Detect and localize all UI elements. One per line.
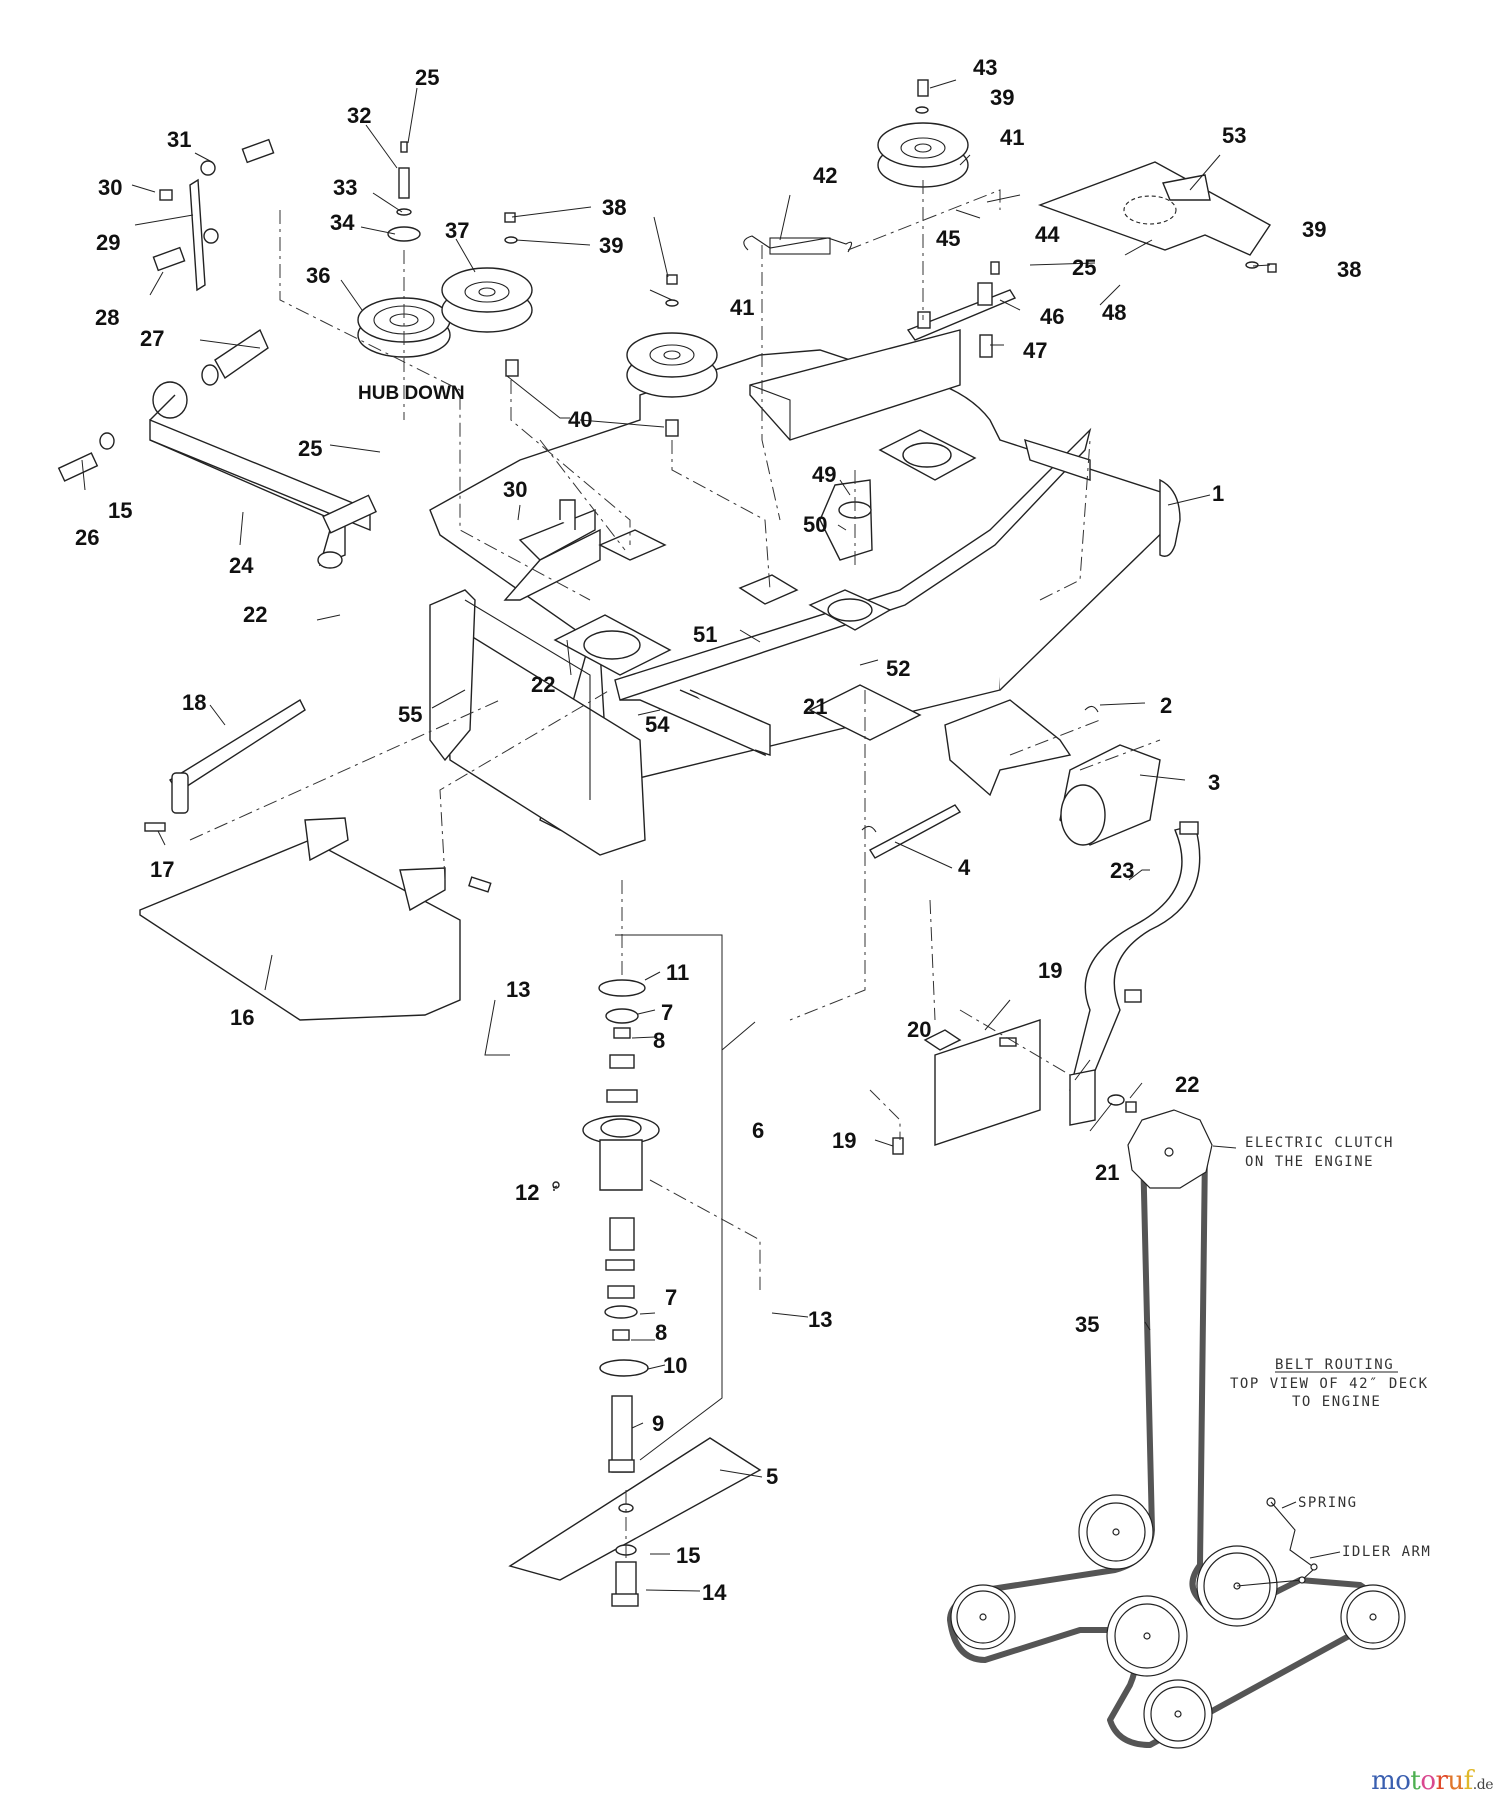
callout-49: 49 <box>812 462 836 487</box>
lift-arm-assembly <box>57 138 492 1021</box>
callout-34: 34 <box>330 210 355 235</box>
callout-25: 25 <box>298 436 322 461</box>
callout-22: 22 <box>243 602 267 627</box>
callout-11: 11 <box>666 960 689 985</box>
callout-38: 38 <box>602 195 626 220</box>
belt-routing-subtitle-2: TO ENGINE <box>1292 1394 1381 1410</box>
callout-53: 53 <box>1222 123 1246 148</box>
callout-17: 17 <box>150 857 174 882</box>
callout-leaders <box>81 79 1271 1592</box>
callout-15: 15 <box>108 498 132 523</box>
callout-35: 35 <box>1075 1312 1099 1337</box>
callout-19: 19 <box>832 1128 856 1153</box>
callout-50: 50 <box>803 512 827 537</box>
callout-12: 12 <box>515 1180 539 1205</box>
callout-30: 30 <box>503 477 527 502</box>
callout-39: 39 <box>990 85 1014 110</box>
motoruf-watermark: motoruf.de <box>1371 1766 1493 1796</box>
callout-52: 52 <box>886 656 910 681</box>
belt-routing-title: BELT ROUTING <box>1275 1357 1394 1373</box>
callout-45: 45 <box>936 226 960 251</box>
callout-14: 14 <box>702 1580 727 1605</box>
callout-21: 21 <box>803 694 827 719</box>
callout-5: 5 <box>766 1464 778 1489</box>
callout-23: 23 <box>1110 858 1134 883</box>
spindle-assembly <box>508 979 762 1607</box>
callout-51: 51 <box>693 622 717 647</box>
callout-42: 42 <box>813 163 837 188</box>
callout-39: 39 <box>599 233 623 258</box>
watermark-tld: .de <box>1472 1777 1494 1793</box>
callout-29: 29 <box>96 230 120 255</box>
callout-6: 6 <box>752 1118 764 1143</box>
callout-54: 54 <box>645 712 670 737</box>
callout-38: 38 <box>602 195 626 220</box>
callout-20: 20 <box>907 1017 931 1042</box>
callout-36: 36 <box>306 263 330 288</box>
callout-33: 33 <box>333 175 357 200</box>
idler-arm-label: IDLER ARM <box>1342 1544 1431 1560</box>
callout-37: 37 <box>445 218 469 243</box>
callout-25: 25 <box>415 65 439 90</box>
callout-10: 10 <box>663 1353 687 1378</box>
belt-routing-inset <box>947 1109 1406 1749</box>
callout-32: 32 <box>347 103 371 128</box>
callout-44: 44 <box>1035 222 1060 247</box>
callout-7: 7 <box>665 1285 677 1310</box>
callout-27: 27 <box>140 326 164 351</box>
callout-38: 38 <box>1337 257 1361 282</box>
mower-deck-housing <box>429 329 1181 856</box>
callout-30: 30 <box>98 175 122 200</box>
belt-routing-subtitle: TOP VIEW OF 42″ DECK <box>1230 1376 1429 1392</box>
callout-55: 55 <box>398 702 422 727</box>
callout-8: 8 <box>655 1320 667 1345</box>
callout-25: 25 <box>1072 255 1096 280</box>
callout-9: 9 <box>652 1411 664 1436</box>
callout-48: 48 <box>1102 300 1126 325</box>
watermark-letter: t <box>1410 1766 1421 1796</box>
callout-26: 26 <box>75 525 99 550</box>
alignment-lines <box>189 180 1161 1560</box>
callout-18: 18 <box>182 690 206 715</box>
callout-4: 4 <box>958 855 971 880</box>
callout-43: 43 <box>973 55 997 80</box>
right-side-parts <box>861 699 1201 1155</box>
watermark-letter: o <box>1420 1766 1436 1796</box>
callout-19: 19 <box>1038 958 1062 983</box>
callout-47: 47 <box>1023 338 1047 363</box>
callout-3: 3 <box>1208 770 1220 795</box>
watermark-letter: f <box>1463 1766 1474 1796</box>
hub-down-note: HUB DOWN <box>358 383 465 404</box>
callout-22: 22 <box>531 672 555 697</box>
callout-40: 40 <box>568 407 592 432</box>
watermark-letter: r <box>1435 1766 1448 1796</box>
callout-labels: 1 2 3 4 5 6 7 7 8 8 9 10 11 12 13 13 14 … <box>75 55 1361 1605</box>
callout-28: 28 <box>95 305 119 330</box>
callout-8: 8 <box>653 1028 665 1053</box>
watermark-letter: u <box>1447 1766 1464 1796</box>
callout-41: 41 <box>730 295 754 320</box>
callout-13: 13 <box>506 977 530 1002</box>
callout-16: 16 <box>230 1005 254 1030</box>
callout-31: 31 <box>167 127 191 152</box>
callout-39: 39 <box>1302 217 1326 242</box>
callout-21: 21 <box>1095 1160 1119 1185</box>
electric-clutch-note-line2: ON THE ENGINE <box>1245 1154 1374 1170</box>
watermark-letter: o <box>1395 1766 1411 1796</box>
electric-clutch-note-line1: ELECTRIC CLUTCH <box>1245 1135 1394 1151</box>
callout-1: 1 <box>1212 481 1224 506</box>
callout-7: 7 <box>661 1000 673 1025</box>
callout-15: 15 <box>676 1543 700 1568</box>
watermark-letter: m <box>1371 1766 1396 1796</box>
spindle-assembly-bracket-line <box>615 934 723 1461</box>
callout-22: 22 <box>1175 1072 1199 1097</box>
spring-label: SPRING <box>1298 1495 1358 1511</box>
callout-24: 24 <box>229 553 254 578</box>
callout-41: 41 <box>1000 125 1024 150</box>
callout-2: 2 <box>1160 693 1172 718</box>
callout-13: 13 <box>808 1307 832 1332</box>
callout-46: 46 <box>1040 304 1064 329</box>
